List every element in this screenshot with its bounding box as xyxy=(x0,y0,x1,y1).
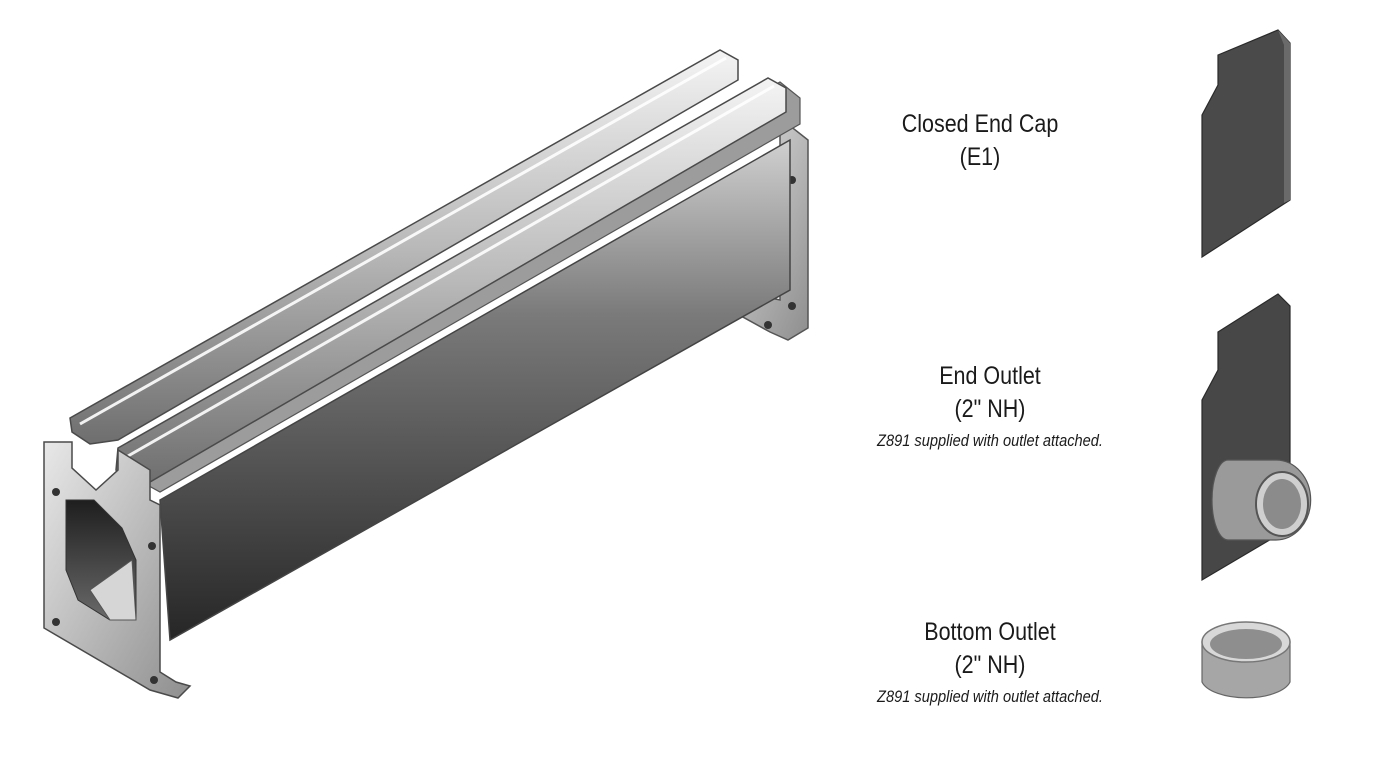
part-title: End Outlet xyxy=(939,362,1041,390)
trench-drain-channel-illustration xyxy=(43,49,809,699)
bottom-outlet-label: Bottom Outlet (2" NH) Z891 supplied with… xyxy=(820,616,1160,708)
left-rail xyxy=(69,49,739,445)
part-code: (2" NH) xyxy=(954,651,1026,679)
part-note: Z891 supplied with outlet attached. xyxy=(877,687,1103,706)
channel-side-wall xyxy=(159,138,791,642)
bottom-outlet-figure xyxy=(1201,621,1291,699)
front-end-plate xyxy=(43,441,192,699)
part-code: (E1) xyxy=(959,143,1001,171)
part-code: (2" NH) xyxy=(954,395,1026,423)
end-outlet-figure xyxy=(1201,293,1312,582)
part-title: Closed End Cap xyxy=(901,110,1059,138)
closed-end-cap-figure xyxy=(1201,29,1291,259)
outlet-pipe-icon xyxy=(1211,459,1312,541)
closed-end-cap-label: Closed End Cap (E1) xyxy=(880,108,1080,174)
part-title: Bottom Outlet xyxy=(924,618,1056,646)
part-note: Z891 supplied with outlet attached. xyxy=(877,431,1103,450)
end-outlet-label: End Outlet (2" NH) Z891 supplied with ou… xyxy=(820,360,1160,452)
